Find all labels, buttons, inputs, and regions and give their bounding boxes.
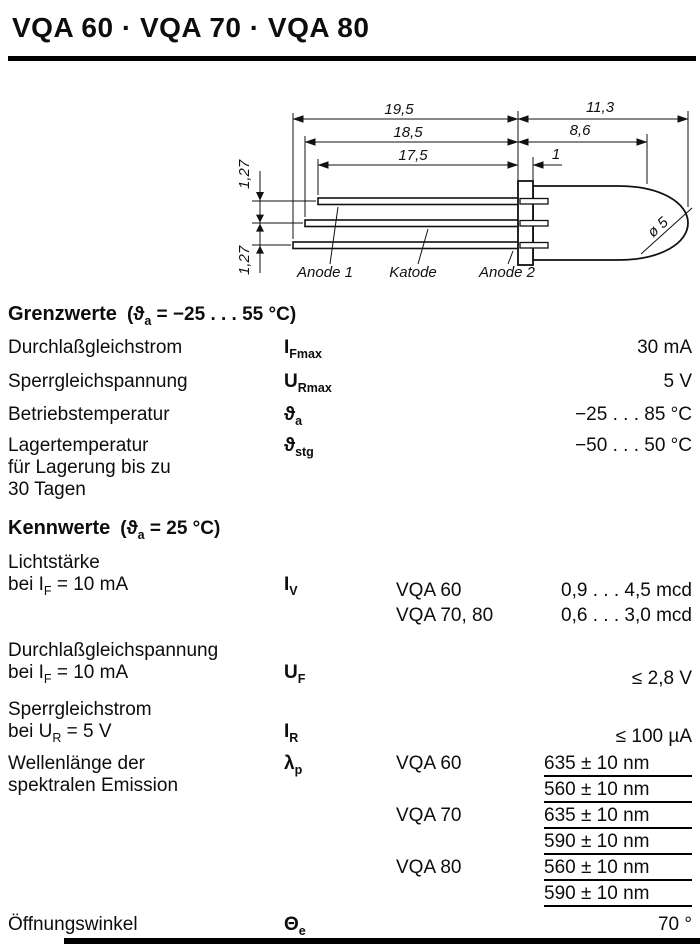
device-label: VQA 70, 80 [396, 604, 494, 626]
param-label: Sperrgleichspannung [8, 370, 188, 392]
spec-row-betriebstemperatur: Betriebstemperatur ϑa −25 . . . 85 °C [8, 401, 700, 435]
param-value: 0,6 . . . 3,0 mcd [561, 604, 692, 626]
section-kennwerte: Kennwerte (ϑa = 25 °C) Lichtstärke bei IF… [0, 517, 700, 944]
param-symbol-ifmax: IFmax [284, 336, 322, 361]
param-symbol-theta-a: ϑa [284, 404, 303, 429]
param-value: ≤ 100 µA [615, 726, 692, 748]
spec-row-sperrgleichstrom: Sperrgleichstrom bei UR = 5 V IR ≤ 100 µ… [8, 699, 700, 749]
param-value: −50 . . . 50 °C [575, 435, 692, 457]
param-value-group: 635 ± 10 nm 560 ± 10 nm [530, 753, 700, 805]
lead-label-anode1: Anode 1 [296, 264, 353, 281]
dim-label-pitch-top: 1,27 [236, 159, 253, 189]
dimension-lines [292, 115, 689, 169]
led-leads [292, 197, 521, 250]
spacer [8, 602, 284, 630]
page-title: VQA 60 · VQA 70 · VQA 80 [12, 12, 370, 43]
spec-row-oeffnungswinkel: Öffnungswinkel Θe 70 ° [8, 912, 700, 944]
param-symbol-iv: IV [284, 573, 298, 598]
spec-row-sperrgleichspannung: Sperrgleichspannung URmax 5 V [8, 368, 700, 402]
param-value: ≤ 2,8 V [631, 667, 692, 689]
param-symbol-theta-stg: ϑstg [284, 435, 314, 459]
lead-stubs [519, 197, 549, 249]
param-label: Durchlaßgleichstrom [8, 336, 183, 358]
param-value: 30 mA [637, 336, 692, 358]
wavelength-value: 635 ± 10 nm [544, 753, 692, 778]
spec-row-wellenlaenge-vqa80: VQA 80 560 ± 10 nm 590 ± 10 nm [8, 857, 700, 909]
param-symbol-ir: IR [284, 720, 299, 745]
spec-row-wellenlaenge-vqa60: Wellenlänge der spektralen Emission λp V… [8, 753, 700, 805]
heading-kennwerte-label: Kennwerte [8, 517, 111, 540]
spec-row-lichtstaerke: Lichtstärke bei IF = 10 mA IV VQA 60 0,9… [8, 552, 700, 602]
param-symbol-urmax: URmax [284, 370, 332, 395]
spec-row-wellenlaenge-vqa70: VQA 70 635 ± 10 nm 590 ± 10 nm [8, 805, 700, 857]
spec-row-lagertemperatur: Lagertemperatur für Lagerung bis zu 30 T… [8, 435, 700, 501]
spacer [284, 602, 396, 630]
lead-label-katode: Katode [389, 264, 437, 281]
param-value-group: 635 ± 10 nm 590 ± 10 nm [530, 805, 700, 857]
led-package-drawing: 19,5 11,3 18,5 8,6 17,5 1 1,27 1,27 ø 5 … [236, 99, 693, 281]
param-value-group: 560 ± 10 nm 590 ± 10 nm [530, 857, 700, 909]
param-label: Betriebstemperatur [8, 404, 170, 426]
dim-label-pitch-bottom: 1,27 [236, 245, 253, 275]
param-label: Durchlaßgleichspannung bei IF = 10 mA [8, 639, 219, 686]
wavelength-value: 560 ± 10 nm [544, 779, 692, 804]
heading-kennwerte-condition: (ϑa = 25 °C) [120, 518, 221, 542]
section-heading-kennwerte: Kennwerte (ϑa = 25 °C) [8, 517, 700, 542]
device-label: VQA 60 [396, 753, 462, 775]
dim-label-lead-total: 19,5 [384, 101, 414, 118]
param-label: Lagertemperatur für Lagerung bis zu 30 T… [8, 435, 171, 501]
dim-label-lead-short: 17,5 [398, 147, 428, 164]
param-label: Sperrgleichstrom bei UR = 5 V [8, 698, 152, 745]
wavelength-value: 560 ± 10 nm [544, 857, 692, 882]
pitch-arrowheads [256, 192, 264, 254]
wavelength-value: 590 ± 10 nm [544, 883, 692, 908]
spec-row-lichtstaerke-variant2: VQA 70, 80 0,6 . . . 3,0 mcd [8, 602, 700, 630]
heading-grenzwerte-label: Grenzwerte [8, 303, 117, 325]
param-value: −25 . . . 85 °C [575, 404, 692, 426]
section-heading-grenzwerte: Grenzwerte (ϑa = −25 . . . 55 °C) [8, 303, 700, 328]
dim-label-body-length: 8,6 [570, 122, 592, 139]
heading-grenzwerte-condition: (ϑa = −25 . . . 55 °C) [126, 304, 297, 328]
dim-label-body-total: 11,3 [586, 99, 615, 116]
param-label: Lichtstärke bei IF = 10 mA [8, 551, 129, 598]
param-value: 70 ° [657, 914, 692, 936]
param-symbol-lambda-p: λp [284, 753, 303, 778]
device-label: VQA 60 [396, 579, 462, 601]
param-symbol-theta-e: Θe [284, 914, 306, 939]
dim-label-flange: 1 [552, 146, 560, 163]
param-symbol-uf: UF [284, 661, 306, 686]
lead-label-leaders [329, 206, 514, 265]
title-rule [8, 56, 696, 61]
dim-label-lead-mid: 18,5 [393, 124, 423, 141]
footer-rule [64, 938, 700, 944]
diameter-leader [640, 207, 693, 255]
param-label: Öffnungswinkel [8, 914, 138, 936]
lead-label-anode2: Anode 2 [478, 264, 536, 281]
device-label: VQA 80 [396, 857, 462, 879]
param-label: Wellenlänge der spektralen Emission [8, 753, 179, 797]
spec-row-durchlassgleichspannung: Durchlaßgleichspannung bei IF = 10 mA UF… [8, 640, 700, 690]
param-value: 5 V [663, 370, 692, 392]
param-value: 0,9 . . . 4,5 mcd [561, 579, 692, 601]
led-body [532, 185, 689, 261]
device-label: VQA 70 [396, 805, 462, 827]
wavelength-value: 635 ± 10 nm [544, 805, 692, 830]
wavelength-value: 590 ± 10 nm [544, 831, 692, 856]
spec-row-durchlassgleichstrom: Durchlaßgleichstrom IFmax 30 mA [8, 334, 700, 368]
section-grenzwerte: Grenzwerte (ϑa = −25 . . . 55 °C) Durchla… [0, 303, 700, 501]
